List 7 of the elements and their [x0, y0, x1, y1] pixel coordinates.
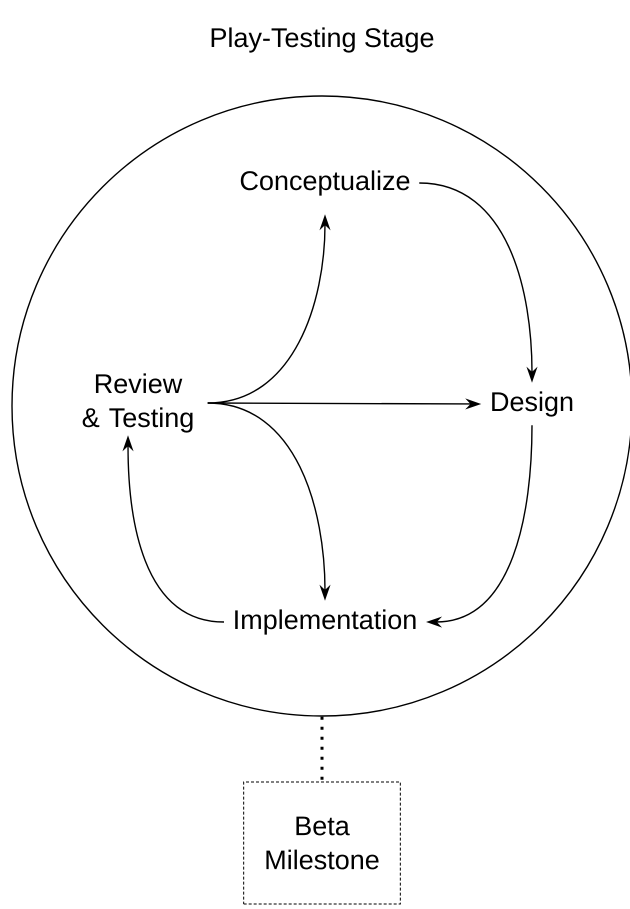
step-label: Conceptualize — [240, 170, 410, 196]
node-label: Play-Testing Stage — [212, 27, 434, 53]
step-label: Implementation — [235, 609, 416, 635]
step-label: Design — [492, 391, 572, 417]
step-label: Review & Testing — [82, 373, 193, 433]
milestone-box: Beta Milestone — [243, 782, 401, 904]
connector-line — [320, 716, 324, 782]
